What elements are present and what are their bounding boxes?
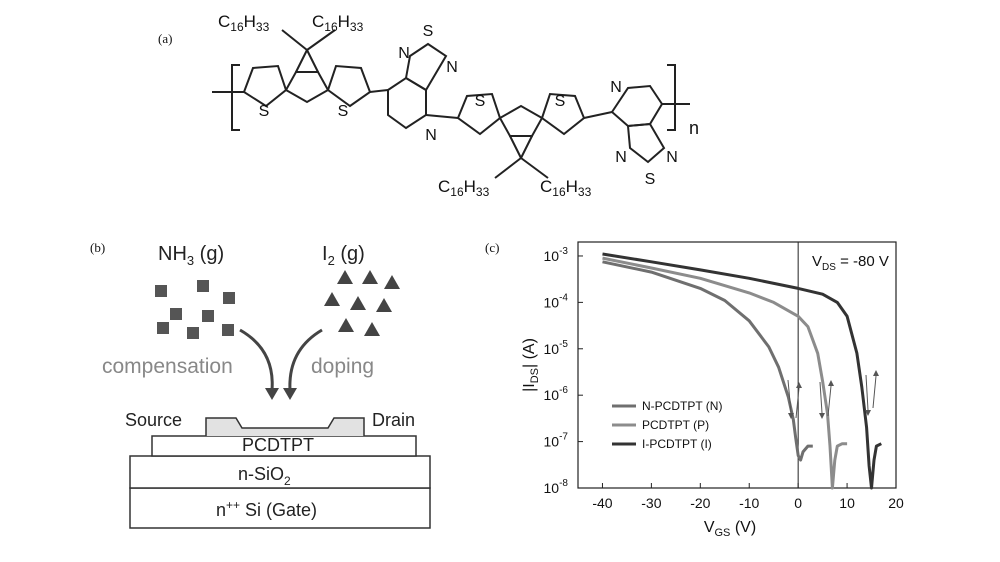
vds-annotation: VDS = -80 V <box>812 253 889 273</box>
compensation-label: compensation <box>102 355 233 378</box>
panel-label-c: (c) <box>485 240 500 255</box>
sulfur-atom: S <box>475 93 486 110</box>
alkyl-label: C16H33 <box>312 12 364 34</box>
doping-label: doping <box>311 355 374 378</box>
y-axis-label: |IDS| (A) <box>521 338 541 392</box>
x-tick-label: -30 <box>641 495 661 511</box>
sweep-arrows <box>787 370 879 419</box>
plot-frame <box>577 241 897 489</box>
dielectric-label: n-SiO2 <box>238 464 291 488</box>
sulfur-atom: S <box>259 103 270 120</box>
y-tick-label: 10-6 <box>544 385 569 403</box>
alkyl-label: C16H33 <box>438 177 490 199</box>
nh3-molecules <box>155 280 235 339</box>
x-tick-label: 0 <box>794 495 802 511</box>
molecule-structure: S S S S S S N N N N N N n C16H33 C16H33 … <box>212 12 699 199</box>
nitrogen-atom: N <box>610 79 622 96</box>
alkyl-label: C16H33 <box>540 177 592 199</box>
alkyl-label: C16H33 <box>218 12 270 34</box>
gate-layer <box>129 487 431 529</box>
y-tick-label: 10-7 <box>544 432 569 450</box>
i2-molecules <box>324 270 400 336</box>
doping-arrow <box>288 328 323 391</box>
legend-label: PCDTPT (P) <box>642 418 709 432</box>
x-axis-label: VGS (V) <box>704 519 756 539</box>
source-label: Source <box>125 410 182 430</box>
nitrogen-atom: N <box>398 45 410 62</box>
nitrogen-atom: N <box>446 59 458 76</box>
sulfur-atom: S <box>338 103 349 120</box>
gate-label: n++ Si (Gate) <box>216 498 317 520</box>
channel-layer <box>205 417 365 436</box>
nh3-gas-label: NH3 (g) <box>158 243 224 268</box>
x-tick-label: -10 <box>739 495 759 511</box>
nitrogen-atom: N <box>666 149 678 166</box>
y-tick-label: 10-8 <box>544 478 569 496</box>
drain-label: Drain <box>372 410 415 430</box>
y-tick-label: 10-3 <box>544 246 569 264</box>
panel-label-b: (b) <box>90 240 106 255</box>
sulfur-atom: S <box>555 93 566 110</box>
y-tick-label: 10-5 <box>544 339 569 357</box>
sulfur-atom: S <box>645 171 656 188</box>
series-line <box>602 252 882 490</box>
legend-label: N-PCDTPT (N) <box>642 399 722 413</box>
panel-label-a: (a) <box>158 31 173 46</box>
legend: N-PCDTPT (N) PCDTPT (P) I-PCDTPT (I) <box>612 399 722 451</box>
repeat-subscript: n <box>689 118 699 138</box>
x-tick-label: 10 <box>839 495 855 511</box>
dielectric-layer <box>129 455 431 489</box>
compensation-arrow <box>239 328 274 391</box>
series-line <box>602 260 813 462</box>
sulfur-atom: S <box>423 23 434 40</box>
transfer-chart: -40 -30 -20 -10 0 10 20 10-3 10-4 10-5 10-6 10-7 10… <box>521 241 904 539</box>
i2-gas-label: I2 (g) <box>322 243 365 268</box>
y-tick-label: 10-4 <box>544 292 569 310</box>
device-schematic: NH3 (g) I2 (g) compensation doping <box>102 243 431 529</box>
series-line <box>602 256 848 490</box>
x-tick-label: -20 <box>690 495 710 511</box>
legend-label: I-PCDTPT (I) <box>642 437 712 451</box>
nitrogen-atom: N <box>425 127 437 144</box>
x-tick-label: -40 <box>592 495 612 511</box>
nitrogen-atom: N <box>615 149 627 166</box>
x-tick-label: 20 <box>888 495 904 511</box>
channel-label: PCDTPT <box>242 435 314 455</box>
